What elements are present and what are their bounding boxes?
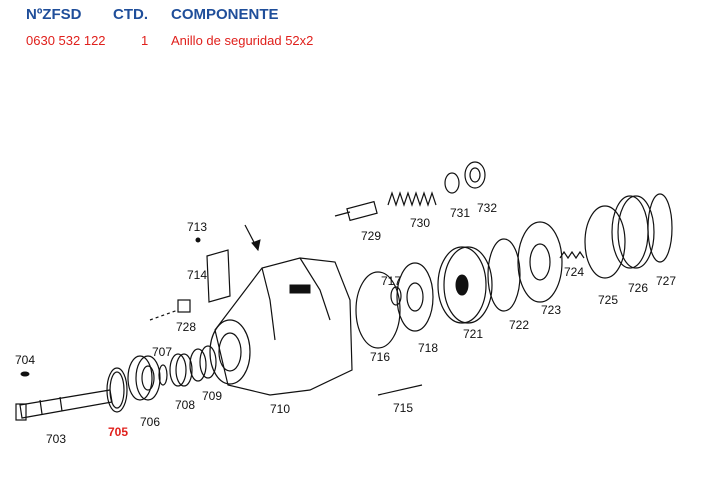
- part-ring-722[interactable]: [487, 238, 521, 312]
- label-730: 730: [410, 216, 430, 230]
- part-o-ring-716[interactable]: [355, 271, 401, 349]
- label-713: 713: [187, 220, 207, 234]
- label-723: 723: [541, 303, 561, 317]
- part-valve-729[interactable]: [334, 200, 378, 222]
- part-spring-730[interactable]: [387, 191, 437, 207]
- label-725: 725: [598, 293, 618, 307]
- label-717: 717: [381, 274, 401, 288]
- label-708: 708: [175, 398, 195, 412]
- part-snap-ring-727[interactable]: [647, 193, 673, 263]
- label-732: 732: [477, 201, 497, 215]
- label-726: 726: [628, 281, 648, 295]
- part-snap-ring-705[interactable]: [106, 367, 128, 413]
- label-721: 721: [463, 327, 483, 341]
- label-714: 714: [187, 268, 207, 282]
- part-nut-732[interactable]: [464, 161, 486, 189]
- part-plate-718[interactable]: [396, 262, 434, 332]
- part-needle-bearing-709[interactable]: [189, 345, 217, 382]
- label-728: 728: [176, 320, 196, 334]
- label-718: 718: [418, 341, 438, 355]
- column-header-qty: CTD.: [113, 6, 148, 23]
- column-header-code: NºZFSD: [26, 6, 82, 23]
- part-rotor-721[interactable]: [437, 246, 493, 324]
- part-ring-731[interactable]: [444, 172, 460, 194]
- label-731: 731: [450, 206, 470, 220]
- part-plug-728[interactable]: [149, 299, 191, 321]
- label-722: 722: [509, 318, 529, 332]
- label-716: 716: [370, 350, 390, 364]
- row-component[interactable]: Anillo de seguridad 52x2: [171, 33, 314, 48]
- part-bearing-708[interactable]: [169, 353, 193, 387]
- part-cam-plate-723[interactable]: [517, 221, 563, 303]
- label-729: 729: [361, 229, 381, 243]
- label-706: 706: [140, 415, 160, 429]
- label-715: 715: [393, 401, 413, 415]
- part-spring-724[interactable]: [559, 250, 585, 260]
- part-housing-710[interactable]: [209, 257, 353, 396]
- label-703: 703: [46, 432, 66, 446]
- label-707: 707: [152, 345, 172, 359]
- part-713[interactable]: [195, 237, 201, 243]
- part-ring-707[interactable]: [158, 364, 168, 386]
- part-o-ring-725[interactable]: [584, 205, 626, 279]
- column-header-component: COMPONENTE: [171, 6, 279, 23]
- part-shaft-703[interactable]: [15, 389, 113, 421]
- row-code[interactable]: 0630 532 122: [26, 33, 106, 48]
- label-724: 724: [564, 265, 584, 279]
- part-gasket-714[interactable]: [206, 249, 231, 303]
- part-key-704[interactable]: [20, 371, 30, 377]
- part-bearing-706[interactable]: [127, 355, 161, 401]
- part-ring-717[interactable]: [390, 286, 402, 306]
- label-709: 709: [202, 389, 222, 403]
- label-704: 704: [15, 353, 35, 367]
- label-727: 727: [656, 274, 676, 288]
- label-705[interactable]: 705: [108, 425, 128, 439]
- part-pin-715[interactable]: [377, 384, 423, 396]
- label-710: 710: [270, 402, 290, 416]
- row-qty: 1: [141, 33, 149, 48]
